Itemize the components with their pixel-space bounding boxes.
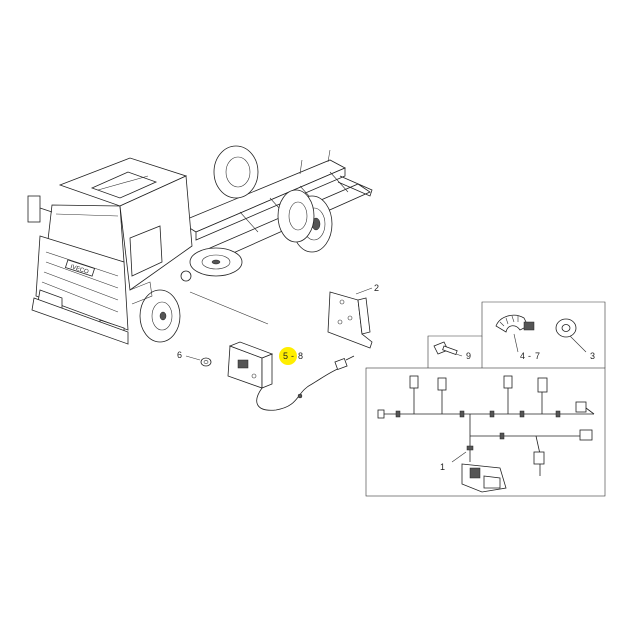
wiring-harness-part-1 [377,375,595,493]
callout-8: 8 [298,351,303,361]
truck-cab: IVECO [27,157,193,345]
rear-wheels [213,145,333,253]
callout-5: 5 [283,351,288,361]
clamp-part-4-7 [495,314,535,333]
small-parts-box [427,301,606,368]
callout-separator-5-8: - [291,351,294,361]
grille-badge-text: IVECO [70,264,90,276]
callout-4: 4 [520,351,525,361]
callout-3: 3 [590,351,595,361]
leader-callout-2 [355,287,373,295]
sensor-cable [256,355,355,411]
callout-highlight [279,347,297,365]
leader-callout-9 [455,353,463,357]
bracket-part-2 [327,291,373,349]
truck-illustration: IVECO [27,145,373,345]
leader-truck-to-module [189,291,269,325]
chassis-frame [179,149,373,259]
callout-1: 1 [440,462,445,472]
leader-callout-4-7 [513,333,519,353]
grommet-part-3 [555,318,577,338]
leader-callout-6 [185,355,201,361]
callout-7: 7 [535,351,540,361]
bolt-part-9 [433,341,458,356]
control-module-part-5-8 [227,341,274,389]
nut-part-6 [200,357,212,367]
callout-2: 2 [374,283,379,293]
leader-callout-1 [451,451,467,463]
callout-separator-4-7: - [528,351,531,361]
spare-wheel [189,247,243,277]
wiring-harness-box [365,367,606,497]
callout-6: 6 [177,350,182,360]
callout-9: 9 [466,351,471,361]
leader-callout-3 [569,335,587,353]
